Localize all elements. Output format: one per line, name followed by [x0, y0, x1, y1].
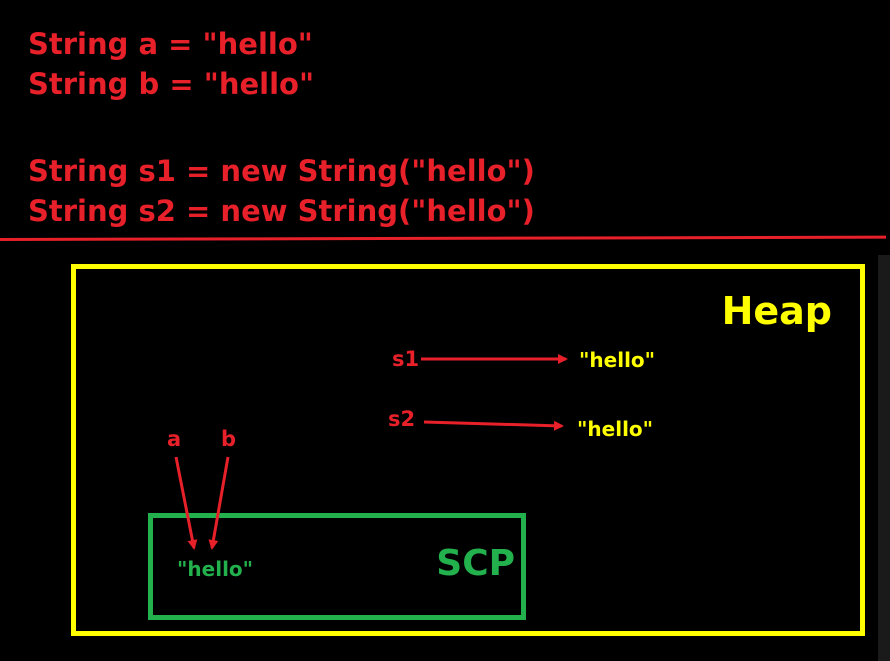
code-block: String a = "hello" String b = "hello" St…	[28, 24, 535, 231]
heap-object-s1: "hello"	[579, 348, 656, 372]
arrow-b-to-scp-hello	[208, 456, 230, 550]
ref-label-s2: s2	[388, 407, 416, 431]
scp-string-hello: "hello"	[177, 557, 254, 581]
ref-label-s1: s1	[392, 347, 420, 371]
ref-label-b: b	[221, 427, 237, 451]
code-line-s2: String s2 = new String("hello")	[28, 194, 535, 228]
right-edge-strip	[878, 255, 890, 661]
arrow-a-to-scp-hello	[174, 456, 198, 550]
scp-label: SCP	[436, 543, 515, 584]
heap-label: Heap	[721, 289, 832, 333]
heap-object-s2: "hello"	[577, 417, 654, 441]
code-line-a: String a = "hello"	[28, 27, 313, 61]
heap-region: Heap	[71, 264, 865, 636]
code-line-s1: String s1 = new String("hello")	[28, 154, 535, 188]
arrow-s2-to-hello	[423, 420, 564, 431]
code-line-b: String b = "hello"	[28, 67, 315, 101]
scp-region: "hello" SCP	[148, 513, 526, 620]
ref-label-a: a	[167, 427, 182, 451]
